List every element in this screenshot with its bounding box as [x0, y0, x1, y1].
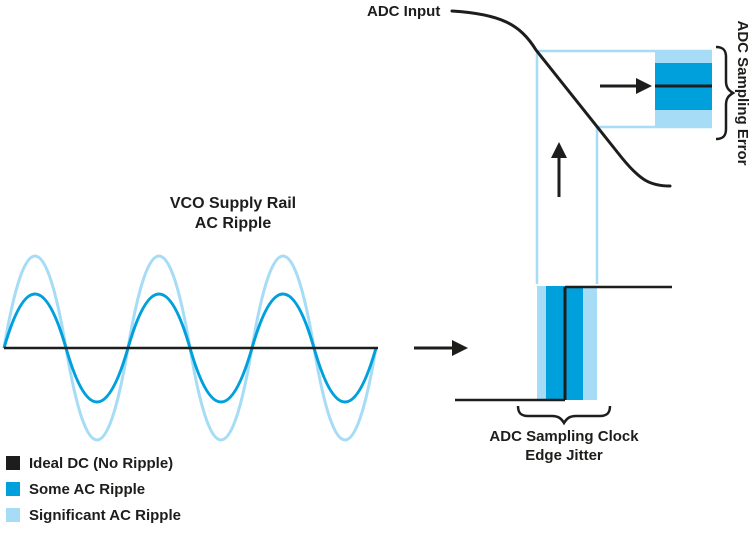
legend-item-ideal-dc: Ideal DC (No Ripple)	[6, 450, 181, 476]
up-arrow-head	[551, 142, 567, 158]
ideal-dc-swatch	[6, 456, 20, 470]
error-arrow-head	[636, 78, 652, 94]
significant-ripple-swatch-rect	[6, 508, 20, 522]
jitter-label-line2: Edge Jitter	[525, 447, 603, 464]
vco-ripple-title-line2: AC Ripple	[194, 215, 272, 232]
flow-arrow-head	[452, 340, 468, 356]
legend-item-some-ripple: Some AC Ripple	[6, 476, 181, 502]
jitter-label: ADC Sampling Clock Edge Jitter	[464, 427, 664, 465]
vco-ripple-title: VCO Supply Rail AC Ripple	[133, 194, 333, 234]
legend-label-significant-ripple: Significant AC Ripple	[29, 506, 181, 524]
vco-ripple-title-line1: VCO Supply Rail	[169, 195, 297, 212]
some-ripple-swatch	[6, 482, 20, 496]
sampling-error-brace	[715, 45, 736, 141]
legend-item-significant-ripple: Significant AC Ripple	[6, 502, 181, 528]
sampling-error-label: ADC Sampling Error	[734, 20, 751, 166]
some-ripple-swatch-rect	[6, 482, 20, 496]
adc-input-label: ADC Input	[367, 3, 441, 20]
ideal-dc-swatch-rect	[6, 456, 20, 470]
jitter-label-line1: ADC Sampling Clock	[489, 428, 639, 445]
legend-label-ideal-dc: Ideal DC (No Ripple)	[29, 454, 174, 472]
legend-label-some-ripple: Some AC Ripple	[29, 480, 146, 498]
adc-input-curve	[450, 9, 672, 188]
significant-ripple-swatch	[6, 508, 20, 522]
jitter-brace	[516, 405, 612, 426]
legend: Ideal DC (No Ripple) Some AC Ripple Sign…	[6, 450, 181, 528]
